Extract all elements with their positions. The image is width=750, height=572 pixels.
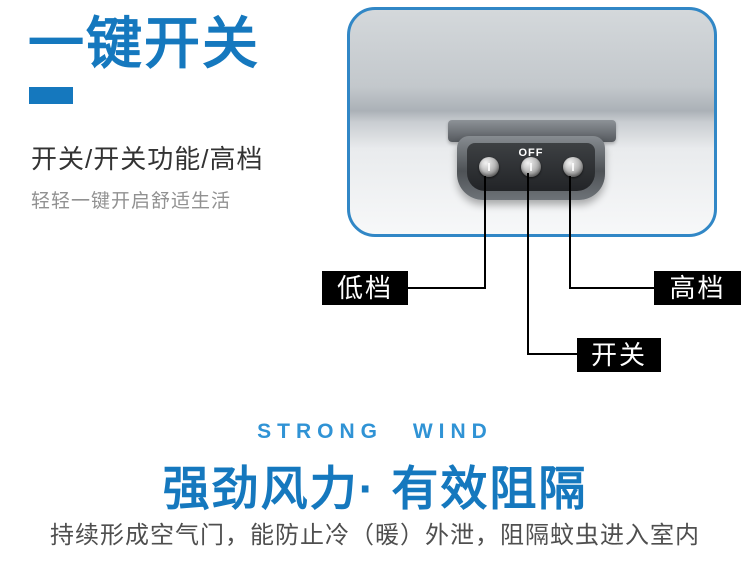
switch-button-center [521, 157, 541, 177]
switch-face: OFF [467, 143, 595, 191]
callout-line-power-vertical [527, 173, 529, 355]
feature-tagline: 轻轻一键开启舒适生活 [31, 191, 232, 212]
bottom-description: 持续形成空气门，能防止冷（暖）外泄，阻隔蚊虫进入室内 [50, 522, 700, 549]
page-title: 一键开关 [28, 12, 260, 75]
product-photo: OFF [347, 7, 717, 237]
callout-line-low-horizontal [408, 287, 486, 289]
rocker-switch: OFF [457, 136, 605, 200]
button-highlight [488, 163, 490, 171]
callout-label-high: 高档 [654, 271, 741, 305]
callout-line-low-vertical [484, 176, 486, 289]
button-highlight [572, 163, 574, 171]
switch-button-low [479, 157, 499, 177]
bottom-headline: 强劲风力· 有效阻隔 [162, 462, 588, 515]
feature-subtitle: 开关/开关功能/高档 [31, 144, 264, 174]
bottom-eyebrow: STRONG WIND [257, 420, 493, 443]
switch-off-label: OFF [518, 147, 544, 159]
title-accent-block [29, 87, 73, 104]
callout-line-high-vertical [569, 176, 571, 289]
switch-button-high [563, 157, 583, 177]
callout-label-power: 开关 [577, 338, 661, 372]
button-highlight [530, 163, 532, 171]
callout-line-high-horizontal [569, 287, 654, 289]
callout-line-power-horizontal [527, 353, 577, 355]
callout-label-low: 低档 [322, 271, 408, 305]
